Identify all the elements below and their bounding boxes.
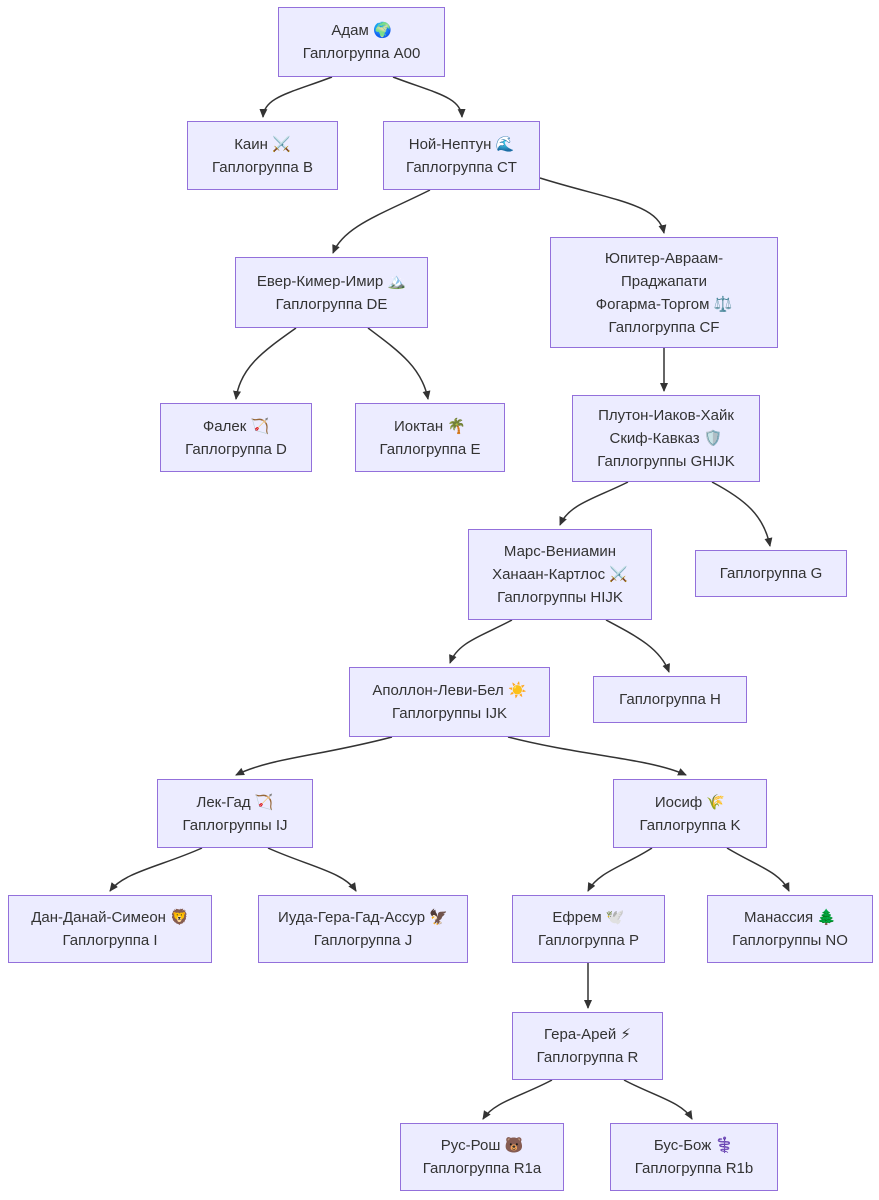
node-label: Ефрем 🕊️ Гаплогруппа P: [538, 909, 639, 949]
node-ioktan-e: Иоктан 🌴 Гаплогруппа E: [355, 403, 505, 472]
node-lek-gad-ij: Лек-Гад 🏹 Гаплогруппы IJ: [157, 779, 313, 848]
node-kain-b: Каин ⚔️ Гаплогруппа B: [187, 121, 338, 190]
node-label: Евер-Кимер-Имир 🏔️ Гаплогруппа DE: [256, 272, 407, 313]
node-label: Марс-Вениамин Ханаан-Картлос ⚔️ Гаплогру…: [492, 543, 628, 606]
node-label: Гаплогруппа H: [619, 691, 721, 708]
node-label: Ной-Нептун 🌊 Гаплогруппа CT: [406, 135, 517, 176]
node-rus-rosh-r1a: Рус-Рош 🐻 Гаплогруппа R1a: [400, 1123, 564, 1191]
node-efrem-p: Ефрем 🕊️ Гаплогруппа P: [512, 895, 665, 963]
edge-apollon-lek: [235, 736, 393, 776]
node-label: Адам 🌍 Гаплогруппа A00: [302, 22, 421, 62]
edge-ever-ioktan: [367, 327, 431, 400]
node-mars-veniamin-hijk: Марс-Вениамин Ханаан-Картлос ⚔️ Гаплогру…: [468, 529, 652, 620]
edge-noy-yupiter: [539, 177, 667, 234]
node-label: Иуда-Гера-Гад-Ассур 🦅 Гаплогруппа J: [278, 909, 448, 949]
edge-gera-rus: [482, 1079, 553, 1120]
node-adam-a00: Адам 🌍 Гаплогруппа A00: [278, 7, 445, 77]
edge-adam-noy: [392, 76, 466, 118]
node-haplogroup-h: Гаплогруппа H: [593, 676, 747, 723]
edge-iosif-manassiya: [726, 847, 790, 892]
edge-mars-apollon: [449, 619, 513, 664]
edge-gera-bus: [623, 1079, 693, 1120]
edge-adam-kain: [259, 76, 333, 118]
node-label: Иосиф 🌾 Гаплогруппа K: [639, 793, 741, 834]
node-label: Рус-Рош 🐻 Гаплогруппа R1a: [422, 1137, 542, 1177]
edge-apollon-iosif: [507, 736, 687, 776]
node-haplogroup-g: Гаплогруппа G: [695, 550, 847, 597]
edge-noy-ever: [332, 189, 431, 254]
edge-pluton-mars: [559, 481, 629, 526]
edge-mars-h: [605, 619, 670, 673]
node-label: Фалек 🏹 Гаплогруппа D: [185, 417, 287, 458]
node-label: Манассия 🌲 Гаплогруппы NO: [732, 909, 848, 949]
edge-lek-dan: [109, 847, 203, 892]
node-label: Бус-Бож ⚕️ Гаплогруппа R1b: [634, 1137, 754, 1177]
node-noy-neptun-ct: Ной-Нептун 🌊 Гаплогруппа CT: [383, 121, 540, 190]
node-bus-bozh-r1b: Бус-Бож ⚕️ Гаплогруппа R1b: [610, 1123, 778, 1191]
node-pluton-iakov-ghijk: Плутон-Иаков-Хайк Скиф-Кавказ 🛡️ Гаплогр…: [572, 395, 760, 482]
node-ever-kimer-imir-de: Евер-Кимер-Имир 🏔️ Гаплогруппа DE: [235, 257, 428, 328]
node-label: Каин ⚔️ Гаплогруппа B: [212, 135, 313, 176]
node-apollon-levi-bel-ijk: Аполлон-Леви-Бел ☀️ Гаплогруппы IJK: [349, 667, 550, 737]
node-label: Юпитер-Авраам- Праджапати Фогарма-Торгом…: [595, 249, 733, 336]
node-label: Дан-Данай-Симеон 🦁 Гаплогруппа I: [31, 909, 189, 949]
node-iosif-k: Иосиф 🌾 Гаплогруппа K: [613, 779, 767, 848]
node-label: Плутон-Иаков-Хайк Скиф-Кавказ 🛡️ Гаплогр…: [597, 407, 735, 470]
node-label: Иоктан 🌴 Гаплогруппа E: [379, 417, 481, 458]
node-label: Гаплогруппа G: [719, 565, 823, 582]
node-label: Аполлон-Леви-Бел ☀️ Гаплогруппы IJK: [372, 682, 527, 722]
node-falek-d: Фалек 🏹 Гаплогруппа D: [160, 403, 312, 472]
edge-lek-iuda: [267, 847, 357, 892]
node-manassiya-no: Манассия 🌲 Гаплогруппы NO: [707, 895, 873, 963]
edge-pluton-g: [711, 481, 773, 547]
node-label: Гера-Арей ⚡ Гаплогруппа R: [536, 1026, 639, 1066]
node-dan-danay-simeon-i: Дан-Данай-Симеон 🦁 Гаплогруппа I: [8, 895, 212, 963]
edge-iosif-efrem: [587, 847, 653, 892]
node-label: Лек-Гад 🏹 Гаплогруппы IJ: [182, 793, 288, 834]
node-yupiter-avraam-cf: Юпитер-Авраам- Праджапати Фогарма-Торгом…: [550, 237, 778, 348]
node-iuda-gera-gad-assur-j: Иуда-Гера-Гад-Ассур 🦅 Гаплогруппа J: [258, 895, 468, 963]
node-gera-arey-r: Гера-Арей ⚡ Гаплогруппа R: [512, 1012, 663, 1080]
edge-ever-falek: [233, 327, 297, 400]
